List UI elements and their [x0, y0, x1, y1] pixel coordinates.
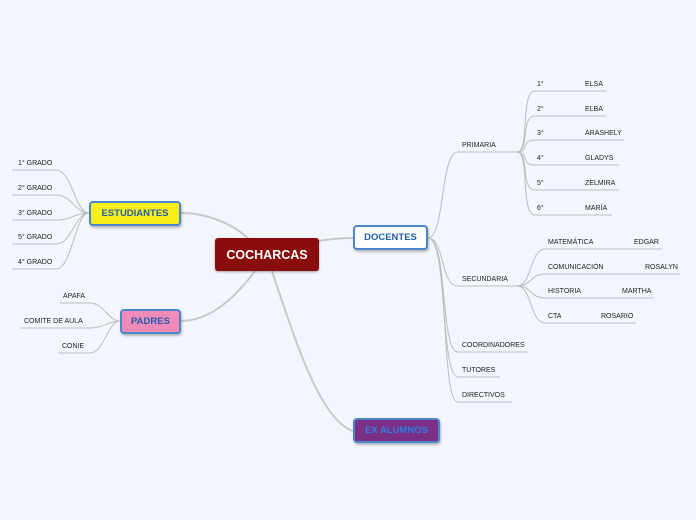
estudiantes-item[interactable]: 5° GRADO [18, 234, 53, 241]
secundaria-course: HISTORIA [548, 288, 581, 295]
primaria-grade: 2° [537, 106, 544, 113]
secundaria-course: COMUNICACIÓN [548, 264, 604, 271]
exalumnos-node[interactable]: EX ALUMNOS [353, 418, 440, 443]
link-root-padres [180, 270, 256, 322]
docentes-node[interactable]: DOCENTES [353, 225, 428, 250]
secundaria-course: CTA [548, 313, 562, 320]
primaria-teacher[interactable]: ELBA [585, 106, 603, 113]
estudiantes-label: ESTUDIANTES [101, 208, 169, 219]
primaria-grade: 1° [537, 81, 544, 88]
root-label: COCHARCAS [226, 247, 308, 262]
padres-item[interactable]: CONIE [62, 343, 85, 350]
primaria-grade: 4° [537, 155, 544, 162]
link-root-docentes [318, 237, 354, 242]
estudiantes-item[interactable]: 1° GRADO [18, 160, 53, 167]
padres-item[interactable]: APAFA [63, 293, 86, 300]
primaria-grade: 6° [537, 205, 544, 212]
estudiantes-item[interactable]: 2° GRADO [18, 185, 53, 192]
secundaria-teacher[interactable]: MARTHA [622, 288, 652, 295]
primaria-teacher[interactable]: MARÍA [585, 205, 608, 212]
primaria-topic[interactable]: PRIMARIA [462, 142, 496, 149]
docentes-item[interactable]: TUTORES [462, 367, 496, 374]
primaria-teacher[interactable]: ELSA [585, 81, 603, 88]
docentes-item[interactable]: DIRECTIVOS [462, 392, 505, 399]
primaria-grade: 5° [537, 180, 544, 187]
primaria-teacher[interactable]: GLADYS [585, 155, 614, 162]
padres-label: PADRES [131, 316, 170, 327]
root-node[interactable]: COCHARCAS [215, 238, 319, 271]
secundaria-teacher[interactable]: EDGAR [634, 239, 659, 246]
docentes-item[interactable]: COORDINADORES [462, 342, 525, 349]
exalumnos-label: EX ALUMNOS [365, 425, 428, 436]
secundaria-teacher[interactable]: ROSALYN [645, 264, 678, 271]
primaria-teacher[interactable]: ARASHELY [585, 130, 622, 137]
docentes-label: DOCENTES [364, 232, 417, 243]
padres-item[interactable]: COMITE DE AULA [24, 318, 83, 325]
estudiantes-item[interactable]: 3° GRADO [18, 210, 53, 217]
primaria-grade: 3° [537, 130, 544, 137]
secundaria-teacher[interactable]: ROSARIO [601, 313, 634, 320]
estudiantes-item[interactable]: 4° GRADO [18, 259, 53, 266]
estudiantes-node[interactable]: ESTUDIANTES [89, 201, 181, 226]
primaria-teacher[interactable]: ZELMIRA [585, 180, 616, 187]
link-root-estudiantes [180, 212, 249, 239]
padres-node[interactable]: PADRES [120, 309, 181, 334]
link-root-exalumnos [271, 270, 354, 432]
secundaria-topic[interactable]: SECUNDARIA [462, 276, 508, 283]
secundaria-course: MATEMÁTICA [548, 239, 594, 246]
